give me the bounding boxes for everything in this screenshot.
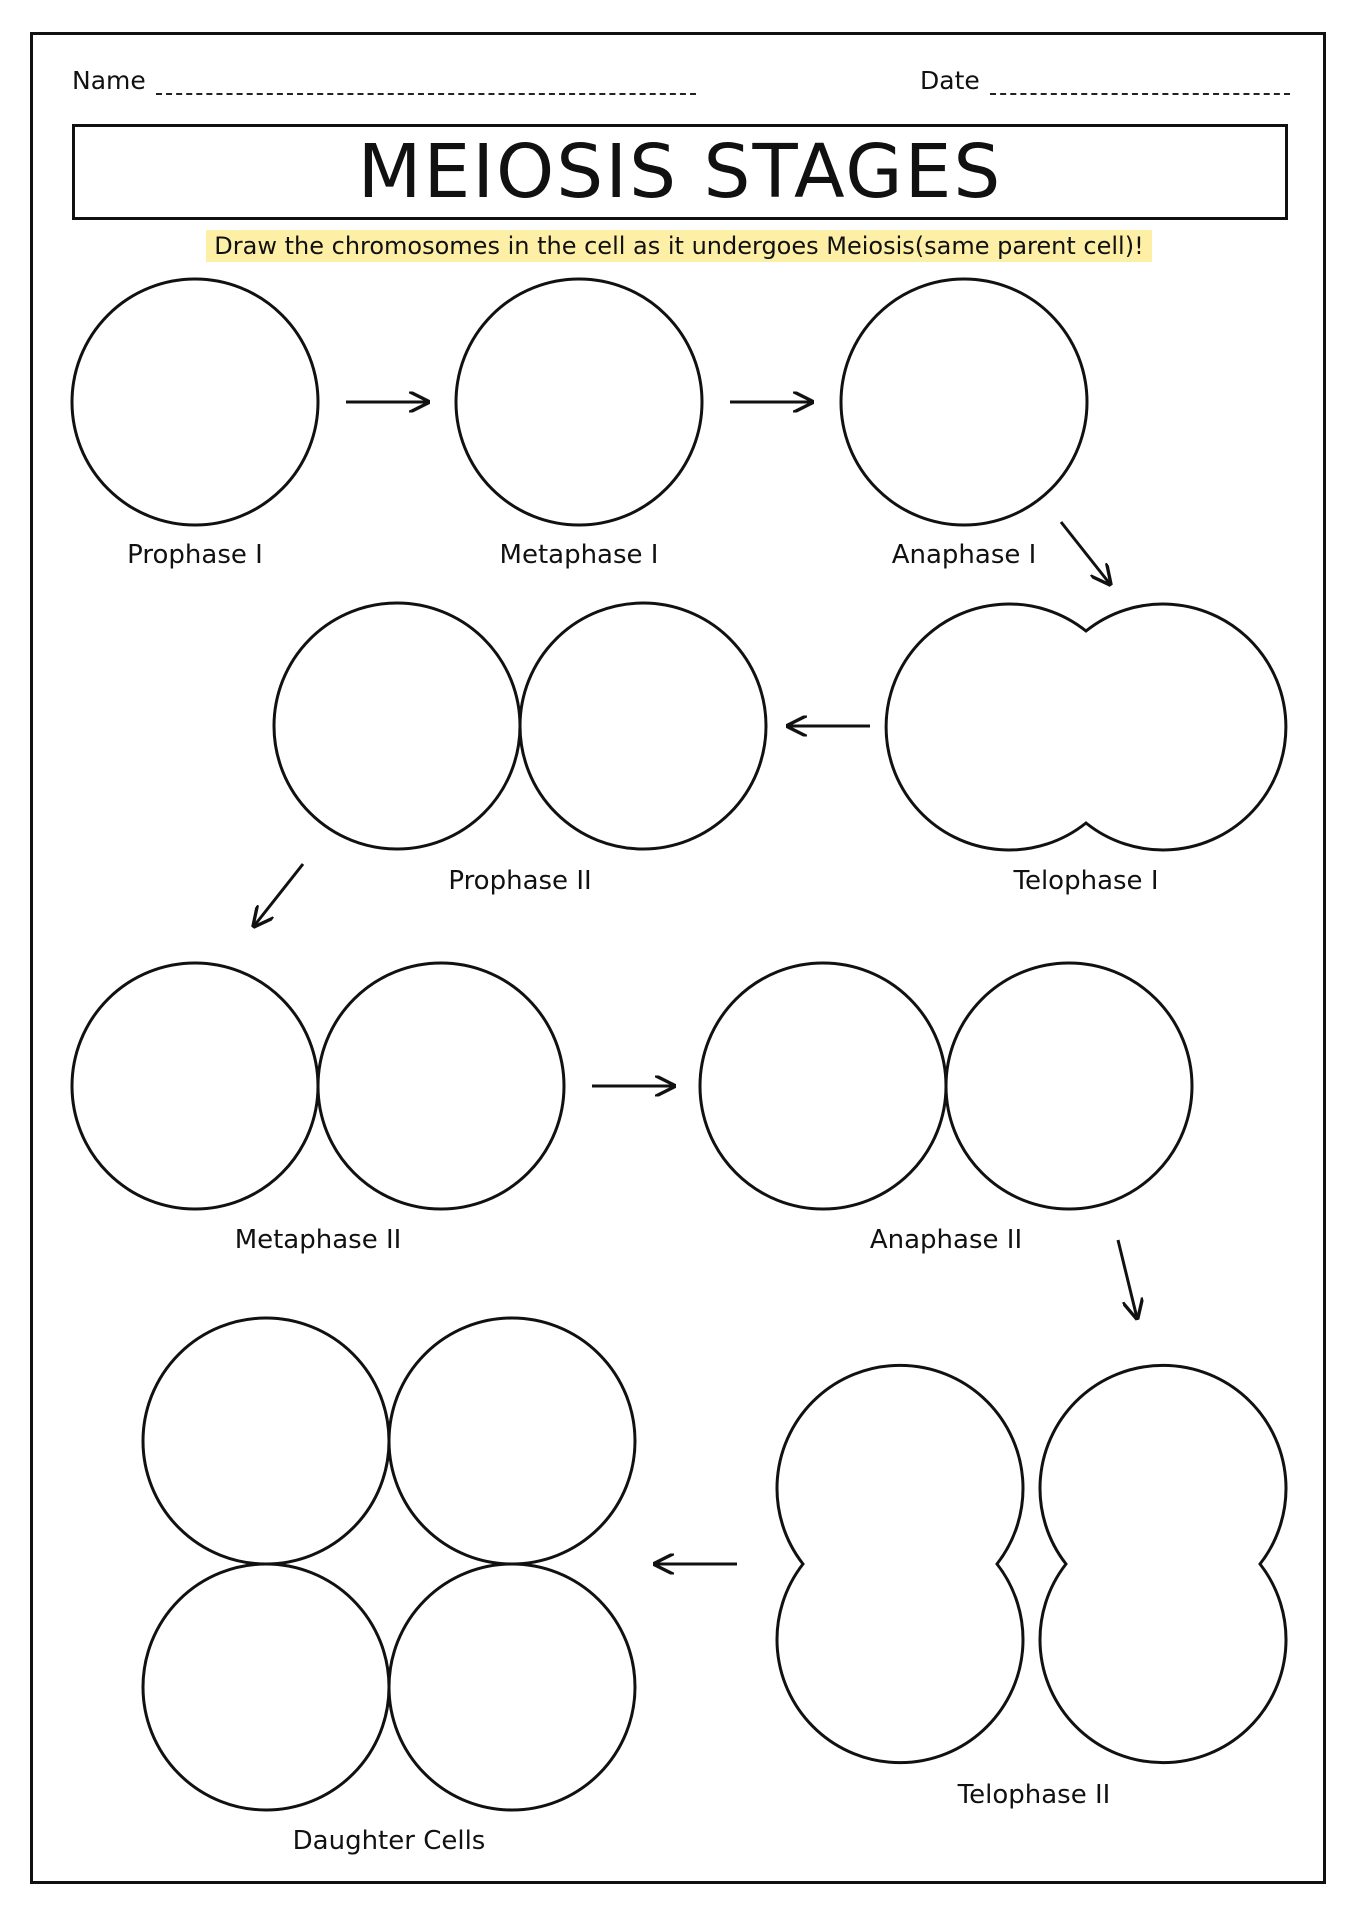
telophase-1-cell[interactable] xyxy=(884,602,1288,852)
stage-label-telophase-1: Telophase I xyxy=(1013,866,1159,896)
stage-label-daughter-cells: Daughter Cells xyxy=(292,1826,486,1856)
prophase-1-cell[interactable] xyxy=(70,277,320,527)
daughter-cell-4[interactable] xyxy=(387,1562,637,1812)
name-field: Name xyxy=(72,66,696,95)
metaphase-1-cell[interactable] xyxy=(454,277,704,527)
stage-label-prophase-1: Prophase I xyxy=(127,540,263,570)
anaphase-2-cell-left[interactable] xyxy=(698,961,948,1211)
arrow-down-right-icon xyxy=(1059,521,1110,584)
stage-label-telophase-2: Telophase II xyxy=(957,1780,1111,1810)
worksheet-border xyxy=(30,32,1326,1884)
daughter-cell-3[interactable] xyxy=(141,1562,391,1812)
stage-label-prophase-2: Prophase II xyxy=(448,866,592,896)
name-label: Name xyxy=(72,66,146,95)
stage-label-metaphase-1: Metaphase I xyxy=(499,540,659,570)
metaphase-2-cell-left[interactable] xyxy=(70,961,320,1211)
telophase-2-cell-right[interactable] xyxy=(1038,1363,1288,1765)
prophase-2-cell-left[interactable] xyxy=(272,601,522,851)
instruction: Draw the chromosomes in the cell as it u… xyxy=(0,230,1358,262)
metaphase-2-cell-right[interactable] xyxy=(316,961,566,1211)
title-box: MEIOSIS STAGES xyxy=(72,124,1288,220)
telophase-2-cell-left[interactable] xyxy=(775,1363,1025,1765)
instruction-text: Draw the chromosomes in the cell as it u… xyxy=(206,230,1152,262)
date-label: Date xyxy=(920,66,980,95)
anaphase-2-cell-right[interactable] xyxy=(944,961,1194,1211)
date-field: Date xyxy=(920,66,1290,95)
daughter-cell-2[interactable] xyxy=(387,1316,637,1566)
stage-label-anaphase-1: Anaphase I xyxy=(891,540,1037,570)
page-title: MEIOSIS STAGES xyxy=(357,129,1003,215)
arrow-down-left-icon xyxy=(254,863,305,926)
date-input-line[interactable] xyxy=(989,73,1290,95)
stage-label-anaphase-2: Anaphase II xyxy=(869,1225,1023,1255)
anaphase-1-cell[interactable] xyxy=(839,277,1089,527)
daughter-cell-1[interactable] xyxy=(141,1316,391,1566)
stage-label-metaphase-2: Metaphase II xyxy=(234,1225,402,1255)
arrow-down-icon xyxy=(1116,1239,1137,1318)
prophase-2-cell-right[interactable] xyxy=(518,601,768,851)
name-input-line[interactable] xyxy=(155,73,696,95)
